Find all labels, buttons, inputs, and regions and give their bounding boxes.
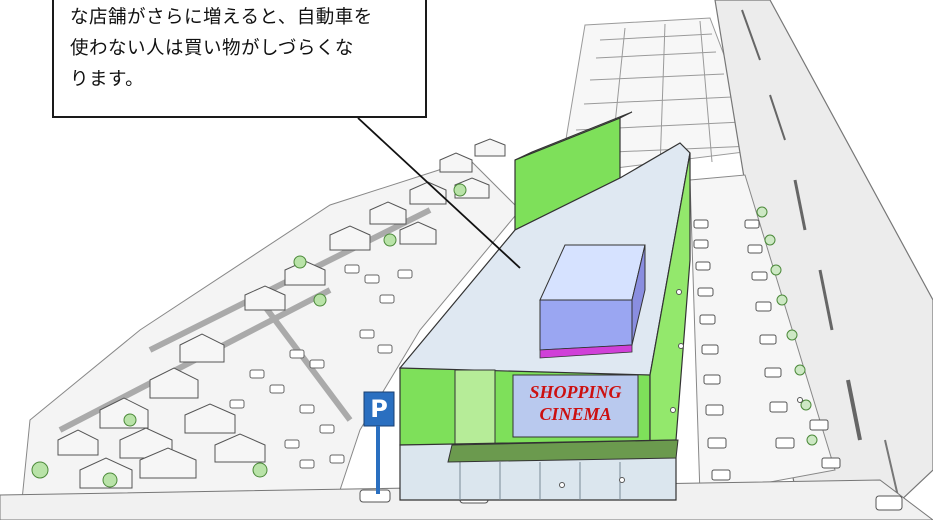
billboard-text: SHOPPING CINEMA: [513, 381, 638, 425]
billboard-line-shopping: SHOPPING: [529, 382, 622, 402]
parking-sign-letter: P: [370, 395, 388, 423]
parking-sign-icon: [363, 391, 395, 494]
caption-callout-box: な店舗がさらに増えると、自動車を 使わない人は買い物がしづらくな ります。: [52, 0, 427, 118]
tree-icon: [756, 206, 818, 446]
callout-pointer: [357, 117, 521, 269]
car-icon: [875, 495, 903, 511]
right-parking-lot: [689, 174, 841, 496]
person-icon: [559, 289, 803, 488]
billboard-line-cinema: CINEMA: [539, 404, 612, 424]
house-icon: [57, 138, 506, 489]
shopping-mall-building: [398, 111, 691, 501]
callout-text: な店舗がさらに増えると、自動車を 使わない人は買い物がしづらくな ります。: [70, 7, 373, 90]
left-parking-lot: [229, 264, 413, 469]
tree-icon: [31, 183, 467, 488]
